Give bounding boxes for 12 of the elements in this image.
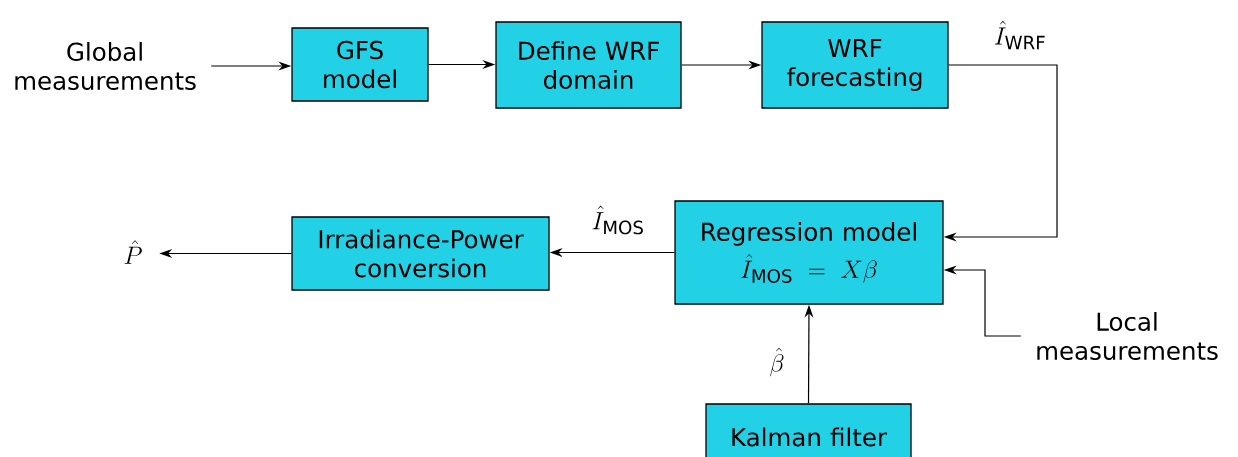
input-label: Global measurements xyxy=(15,42,196,90)
process-box: Irradiance-Power conversion xyxy=(291,216,550,291)
edge-label: $\hat{I}_{\mathrm{WRF}}$ xyxy=(994,20,1045,50)
process-box: GFS model xyxy=(291,27,429,102)
process-box: Regression model $\hat{I}_{\mathrm{MOS}} = X\beta$ xyxy=(674,200,944,305)
edge-label: $\hat{\beta}$ xyxy=(770,347,784,377)
process-box: WRF forecasting xyxy=(761,21,949,109)
edge-label: $\hat{I}_{\mathrm{MOS}}$ xyxy=(592,205,643,235)
process-box: Define WRF domain xyxy=(495,21,682,109)
input-label: Local measurements xyxy=(1037,312,1218,360)
input-label: $\hat{P}$ xyxy=(124,240,142,264)
process-box: Kalman filter xyxy=(705,403,912,457)
